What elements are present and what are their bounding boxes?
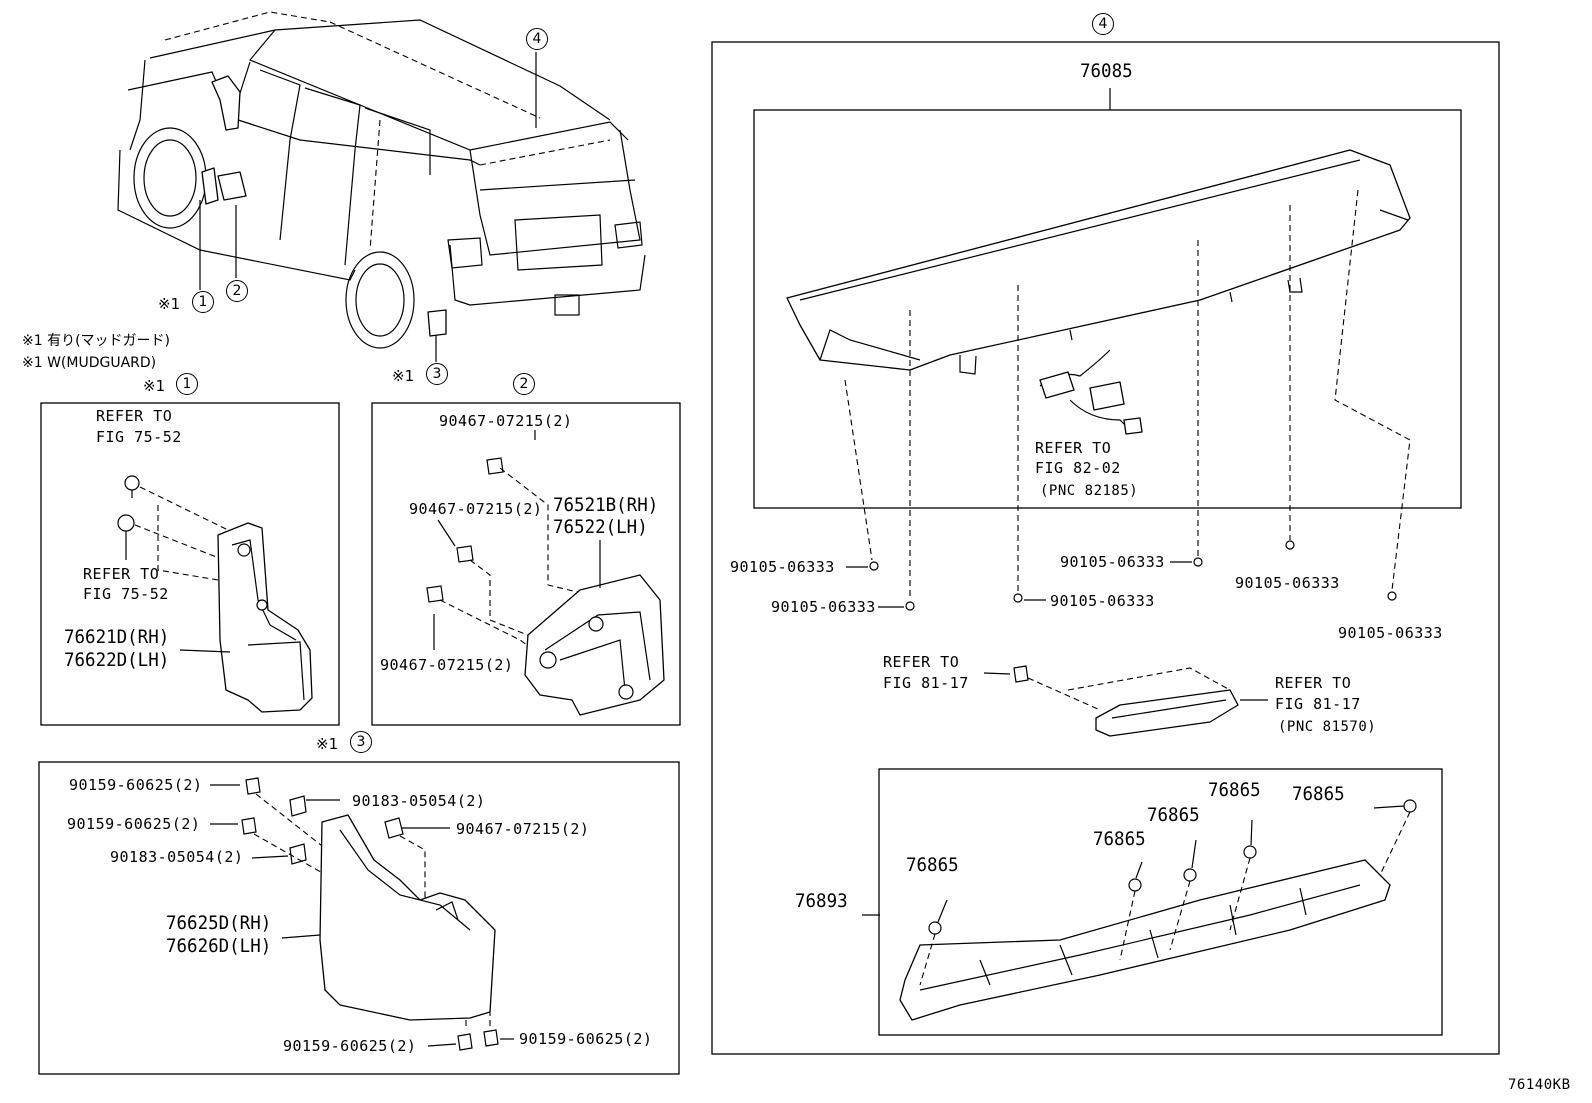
refer-lamp-right-3[interactable]: (PNC 81570) bbox=[1278, 719, 1377, 735]
vehicle-illustration bbox=[117, 11, 646, 362]
callout-2-overview[interactable]: 2 bbox=[226, 280, 248, 302]
part-90183-05054-b[interactable]: 90183-05054(2) bbox=[110, 848, 244, 866]
part-76865-a[interactable]: 76865 bbox=[1208, 779, 1261, 801]
part-90467-07215-mid[interactable]: 90467-07215(2) bbox=[409, 500, 543, 518]
refer-wire-1[interactable]: REFER TO bbox=[1035, 439, 1112, 457]
note-mark-3-overview: ※1 bbox=[392, 367, 415, 385]
part-76865-b[interactable]: 76865 bbox=[1292, 783, 1345, 805]
part-90467-07215-p3[interactable]: 90467-07215(2) bbox=[456, 820, 590, 838]
panel-2-artwork bbox=[371, 402, 681, 726]
panel-3-number: 3 bbox=[350, 731, 372, 753]
panel-2-number: 2 bbox=[513, 373, 535, 395]
part-90105-06333-d[interactable]: 90105-06333 bbox=[1060, 553, 1165, 571]
refer-lamp-right-1[interactable]: REFER TO bbox=[1275, 674, 1352, 692]
part-76622D[interactable]: 76622D(LH) bbox=[64, 649, 170, 671]
panel-1-refer-top-1[interactable]: REFER TO bbox=[96, 407, 173, 425]
note-en: ※1 W(MUDGUARD) bbox=[22, 355, 157, 371]
panel-1-mark: ※1 bbox=[143, 377, 166, 395]
part-90105-06333-a[interactable]: 90105-06333 bbox=[730, 558, 835, 576]
part-76626D[interactable]: 76626D(LH) bbox=[166, 935, 272, 957]
refer-lamp-left-2[interactable]: FIG 81-17 bbox=[883, 674, 969, 692]
part-76893[interactable]: 76893 bbox=[795, 890, 848, 912]
part-76522[interactable]: 76522(LH) bbox=[553, 516, 648, 538]
part-76865-d[interactable]: 76865 bbox=[1093, 828, 1146, 850]
part-76625D[interactable]: 76625D(RH) bbox=[166, 912, 272, 934]
callout-3-overview[interactable]: 3 bbox=[426, 363, 448, 385]
panel-3-mark: ※1 bbox=[316, 735, 339, 753]
panel-1-refer-top-2[interactable]: FIG 75-52 bbox=[96, 428, 182, 446]
panel-1-refer-mid-1[interactable]: REFER TO bbox=[83, 565, 160, 583]
panel-3-artwork bbox=[38, 761, 680, 1075]
part-76621D[interactable]: 76621D(RH) bbox=[64, 626, 170, 648]
panel-1-refer-mid-2[interactable]: FIG 75-52 bbox=[83, 585, 169, 603]
part-90159-60625-b[interactable]: 90159-60625(2) bbox=[67, 815, 201, 833]
figure-code: 76140KB bbox=[1508, 1077, 1571, 1093]
part-90183-05054-a[interactable]: 90183-05054(2) bbox=[352, 792, 486, 810]
part-90105-06333-b[interactable]: 90105-06333 bbox=[771, 598, 876, 616]
part-76865-e[interactable]: 76865 bbox=[906, 854, 959, 876]
part-76085[interactable]: 76085 bbox=[1080, 60, 1133, 82]
part-90467-07215-bottom[interactable]: 90467-07215(2) bbox=[380, 656, 514, 674]
panel-1-number: 1 bbox=[176, 373, 198, 395]
refer-lamp-left-1[interactable]: REFER TO bbox=[883, 653, 960, 671]
refer-wire-3[interactable]: (PNC 82185) bbox=[1040, 483, 1139, 499]
refer-lamp-right-2[interactable]: FIG 81-17 bbox=[1275, 695, 1361, 713]
part-90159-60625-screw-right[interactable]: 90159-60625(2) bbox=[519, 1030, 653, 1048]
callout-1-overview[interactable]: 1 bbox=[192, 291, 214, 313]
note-jp: ※1 有り(マッドガード) bbox=[22, 333, 171, 349]
part-90105-06333-f[interactable]: 90105-06333 bbox=[1338, 624, 1443, 642]
part-76521B[interactable]: 76521B(RH) bbox=[553, 494, 659, 516]
part-90105-06333-c[interactable]: 90105-06333 bbox=[1050, 592, 1155, 610]
panel-1-artwork bbox=[40, 402, 340, 726]
part-90467-07215-top[interactable]: 90467-07215(2) bbox=[439, 412, 573, 430]
refer-wire-2[interactable]: FIG 82-02 bbox=[1035, 459, 1121, 477]
part-90159-60625-a[interactable]: 90159-60625(2) bbox=[69, 776, 203, 794]
callout-4-overview[interactable]: 4 bbox=[526, 28, 548, 50]
part-90105-06333-e[interactable]: 90105-06333 bbox=[1235, 574, 1340, 592]
part-76865-c[interactable]: 76865 bbox=[1147, 804, 1200, 826]
panel-4-artwork bbox=[711, 41, 1500, 1055]
panel-4-number: 4 bbox=[1092, 13, 1114, 35]
part-90159-60625-screw-left[interactable]: 90159-60625(2) bbox=[283, 1037, 417, 1055]
note-mark-1-overview: ※1 bbox=[158, 295, 181, 313]
